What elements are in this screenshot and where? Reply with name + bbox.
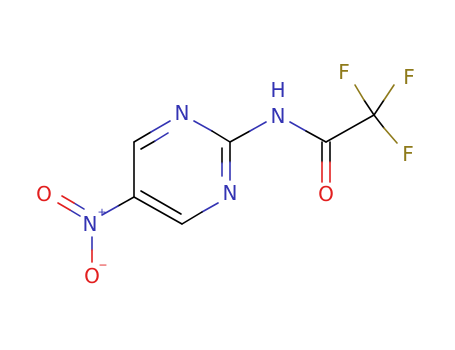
bond-nitro-otop-2n	[73, 202, 85, 210]
bond-nh-cco-n	[289, 121, 307, 132]
atom-o-nitro-bottom: O	[84, 264, 100, 288]
bond-c6-n1-right	[150, 120, 171, 133]
bond-cf3-flower	[373, 114, 385, 129]
bond-c6-n1-inner	[140, 140, 156, 150]
bond-cf3-ftop-f	[354, 84, 365, 101]
bond-c4-c5	[133, 196, 183, 225]
atom-f-right: F	[403, 65, 415, 89]
atom-n-amide: N	[271, 104, 286, 128]
atom-h-amide: H	[270, 78, 285, 102]
bond-n1-c2	[211, 130, 231, 143]
atom-n-nitro: N	[83, 212, 98, 236]
bond-n3-c4-n	[201, 202, 219, 213]
bond-cf3-flower-f	[383, 127, 398, 144]
bond-cco-cf3	[325, 114, 375, 143]
atom-o-carbonyl: O	[318, 182, 334, 206]
atom-o-nitro-top: O	[36, 182, 52, 206]
bond-nitro-otop-1n	[69, 209, 81, 217]
bond-cf3-ftop	[363, 99, 375, 116]
bond-c2-nh	[229, 130, 251, 143]
bond-c5-nnitro-n	[101, 205, 119, 216]
bond-nh-cco	[305, 130, 327, 143]
bond-c2-nh-n	[249, 121, 267, 132]
bond-n1-c2-n	[193, 120, 213, 132]
bond-c4-c5-inner	[140, 190, 182, 215]
bond-nitro-otop-1o	[57, 202, 71, 211]
atom-nitro-minus: −	[98, 259, 107, 272]
bond-nitro-otop-2o	[61, 195, 75, 204]
atom-n-ring-top: N	[175, 101, 190, 125]
bond-cf3-fright-f	[383, 84, 395, 101]
bond-c6-n1-inner-n	[154, 132, 169, 142]
atom-nitro-plus: +	[97, 206, 106, 219]
atom-n-ring-bottom: N	[223, 181, 238, 205]
bond-c5-nnitro	[117, 196, 135, 207]
atom-f-lower: F	[402, 142, 414, 166]
bond-cf3-fright	[373, 99, 385, 116]
bond-n3-c4	[181, 211, 203, 225]
bond-c6-n1-left	[133, 131, 152, 143]
atom-f-top: F	[338, 60, 350, 84]
